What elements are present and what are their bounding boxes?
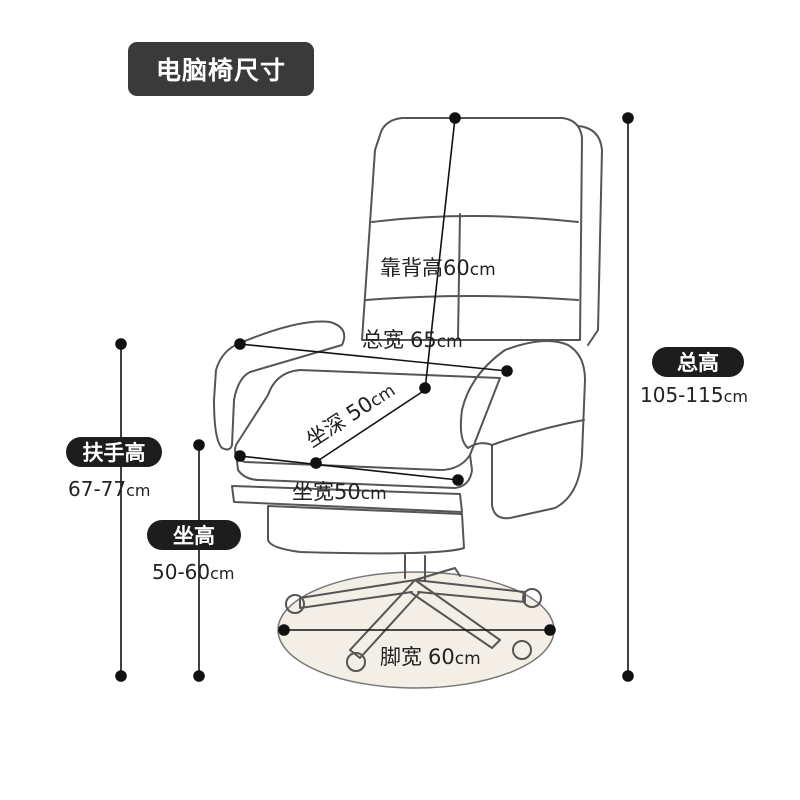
- armrest-height-value: 67-77cm: [68, 477, 151, 501]
- backrest-height-bottom-dot: [419, 382, 431, 394]
- base-width-left-dot: [278, 624, 290, 636]
- armrest-height-badge: 扶手高: [66, 437, 162, 467]
- star-base-legs: [299, 567, 526, 659]
- total-height-bottom-dot: [622, 670, 634, 682]
- seat-height-unit: cm: [210, 564, 235, 583]
- backrest-height-top-dot: [449, 112, 461, 124]
- right-armrest-seam: [491, 419, 585, 446]
- armrest-height-bottom-dot: [115, 670, 127, 682]
- total-width-right-dot: [501, 365, 513, 377]
- total-height-value: 105-115cm: [640, 383, 748, 407]
- backrest-seam-vertical: [457, 213, 461, 339]
- total-width-line: [239, 343, 508, 372]
- armrest-height-top-dot: [115, 338, 127, 350]
- caster-right: [522, 588, 542, 608]
- total-height-top-dot: [622, 112, 634, 124]
- total-height-range: 105-115: [640, 383, 724, 407]
- footrest-top: [231, 485, 463, 513]
- caster-front-left: [346, 652, 366, 672]
- seat-height-value: 50-60cm: [152, 560, 235, 584]
- left-armrest: [213, 320, 346, 451]
- total-height-badge: 总高: [652, 347, 744, 377]
- seat-depth-line: [315, 389, 426, 463]
- seat-width-mid-dot: [310, 457, 322, 469]
- backrest-height-label: 靠背高60cm: [380, 256, 496, 280]
- seat-width-left-dot: [234, 450, 246, 462]
- backrest-side-panel: [577, 125, 603, 346]
- seat-depth-label: 坐深50cm: [302, 377, 399, 452]
- armrest-height-unit: cm: [126, 481, 151, 500]
- total-height-unit: cm: [723, 387, 748, 406]
- backrest-height-line: [424, 117, 456, 391]
- right-armrest: [459, 340, 586, 520]
- backrest: [361, 117, 583, 341]
- seat-height-bottom-dot: [193, 670, 205, 682]
- armrest-height-range: 67-77: [68, 477, 127, 501]
- seat-height-badge: 坐高: [147, 520, 241, 550]
- total-width-left-dot: [234, 338, 246, 350]
- seat-front-edge: [235, 451, 473, 489]
- seat-width-right-dot: [452, 474, 464, 486]
- seat-height-top-dot: [193, 439, 205, 451]
- seat-width-line: [239, 455, 459, 481]
- seat-width-label: 坐宽50cm: [292, 480, 387, 504]
- backrest-seam-horizontal-1: [371, 215, 579, 223]
- diagram-title: 电脑椅尺寸: [128, 42, 314, 96]
- footrest-front: [267, 505, 465, 555]
- seat-height-range: 50-60: [152, 560, 211, 584]
- backrest-seam-horizontal-2: [365, 295, 579, 301]
- caster-front-right: [512, 640, 532, 660]
- caster-left: [285, 594, 305, 614]
- base-width-right-dot: [544, 624, 556, 636]
